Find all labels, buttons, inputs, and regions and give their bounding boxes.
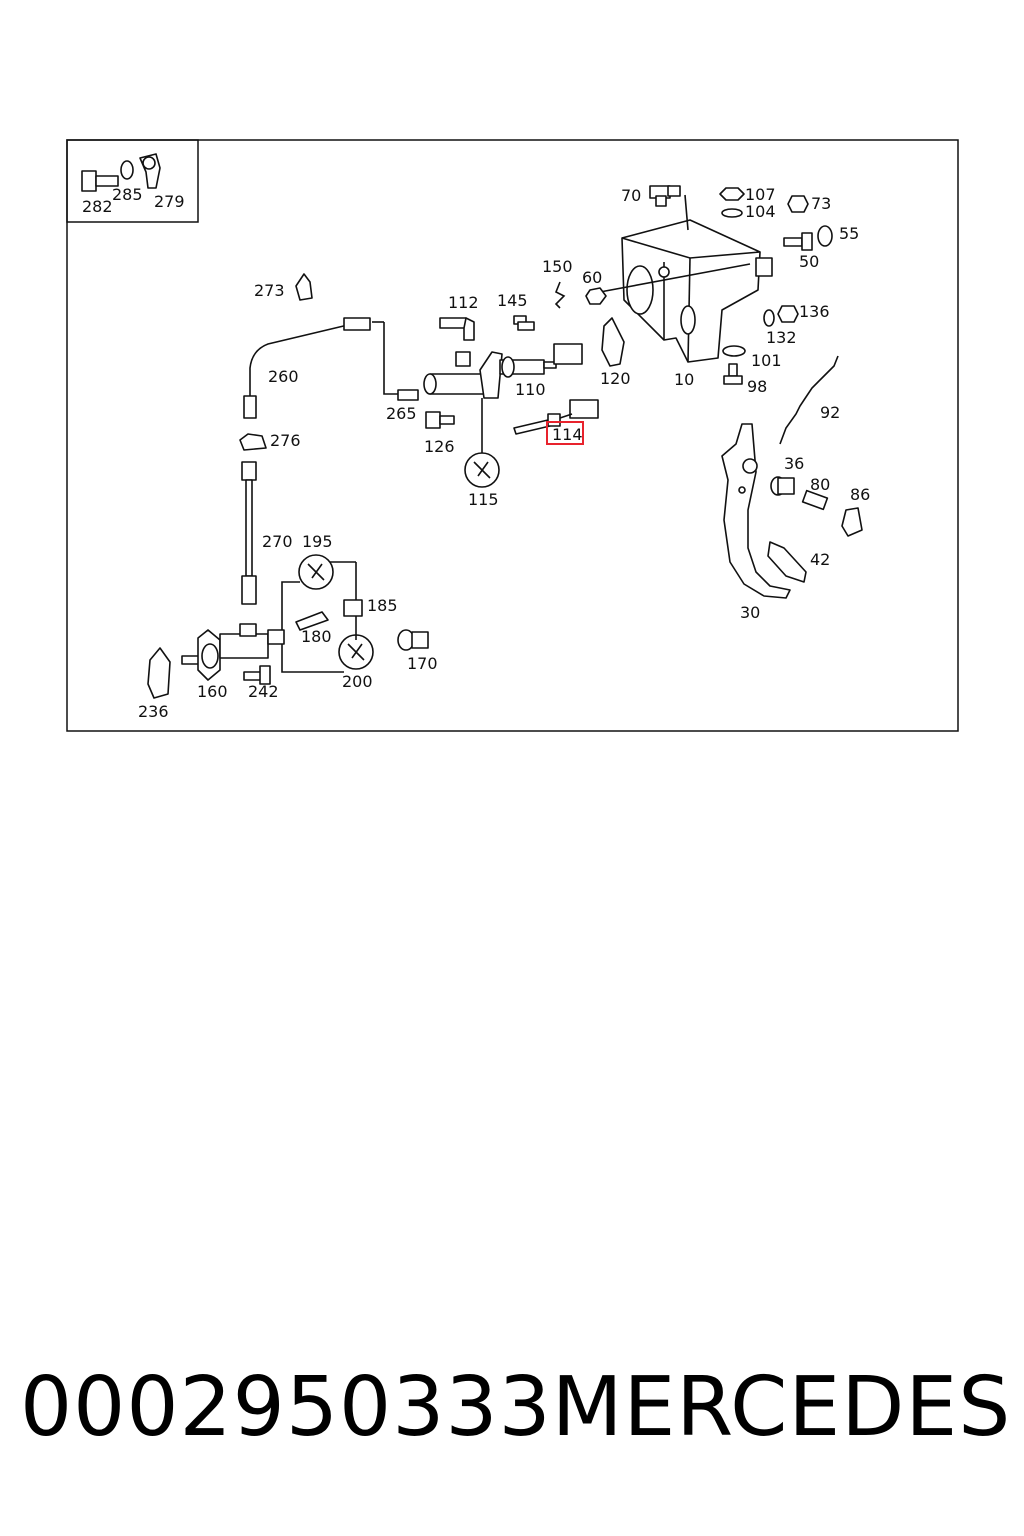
- label-185: 185: [367, 596, 398, 615]
- label-270: 270: [262, 532, 293, 551]
- wrench-200-icon: [338, 634, 374, 670]
- hydraulic-line-icon: [249, 323, 353, 400]
- slave-cylinder-icon: [181, 623, 285, 681]
- label-50: 50: [799, 252, 819, 271]
- label-160: 160: [197, 682, 228, 701]
- wrench-115-icon: [464, 452, 500, 488]
- label-132: 132: [766, 328, 797, 347]
- parts-diagram: 282 285 279 70 107 104 73 55 50 150 60 2…: [66, 139, 959, 732]
- bushing-36-icon: [770, 476, 795, 496]
- label-70: 70: [621, 186, 641, 205]
- label-73: 73: [811, 194, 831, 213]
- label-42: 42: [810, 550, 830, 569]
- pedal-pad-icon: [767, 541, 807, 583]
- label-36: 36: [784, 454, 804, 473]
- nut-136-icon: [777, 305, 799, 323]
- label-10: 10: [674, 370, 694, 389]
- label-260: 260: [268, 367, 299, 386]
- hose-fitting-112-icon: [439, 317, 475, 341]
- gasket-236-icon: [147, 647, 171, 699]
- hex-nut-icon: [719, 187, 745, 201]
- bushing-80-icon: [801, 489, 829, 511]
- label-200: 200: [342, 672, 373, 691]
- clip-86-icon: [841, 507, 863, 537]
- line-fitting-bottom-icon: [243, 395, 257, 419]
- bolt-145-icon: [513, 315, 535, 331]
- stop-light-switch-icon: [649, 185, 681, 207]
- label-150: 150: [542, 257, 573, 276]
- label-104: 104: [745, 202, 776, 221]
- bolt-98-icon: [723, 363, 743, 385]
- master-cylinder-icon: [423, 343, 583, 399]
- bolt-126-icon: [425, 411, 455, 429]
- label-55: 55: [839, 224, 859, 243]
- sealing-washer-icon: [120, 160, 134, 180]
- footer: 0002950333 MERCEDES: [20, 1360, 1010, 1455]
- cap-185-icon: [343, 599, 363, 617]
- label-276: 276: [270, 431, 301, 450]
- nut-60-icon: [585, 287, 607, 305]
- label-114: 114: [552, 425, 583, 444]
- label-86: 86: [850, 485, 870, 504]
- label-282: 282: [82, 197, 113, 216]
- gasket-120-icon: [601, 317, 625, 367]
- label-170: 170: [407, 654, 438, 673]
- pedal-bracket-icon: [621, 219, 773, 363]
- clip-150-icon: [554, 281, 566, 309]
- label-60: 60: [582, 268, 602, 287]
- label-30: 30: [740, 603, 760, 622]
- label-136: 136: [799, 302, 830, 321]
- label-279: 279: [154, 192, 185, 211]
- bleed-screw-180-icon: [295, 611, 329, 631]
- label-236: 236: [138, 702, 169, 721]
- banjo-bolt-icon: [81, 170, 119, 192]
- label-120: 120: [600, 369, 631, 388]
- washer-132-icon: [763, 309, 775, 327]
- label-285: 285: [112, 185, 143, 204]
- highlight-box: [546, 421, 584, 445]
- bolt-265-icon: [397, 389, 419, 401]
- label-80: 80: [810, 475, 830, 494]
- line-fitting-top-icon: [343, 317, 371, 331]
- label-110: 110: [515, 380, 546, 399]
- brand-name: MERCEDES: [551, 1360, 1012, 1455]
- label-98: 98: [747, 377, 767, 396]
- label-107: 107: [745, 185, 776, 204]
- label-112: 112: [448, 293, 479, 312]
- part-number: 0002950333: [20, 1360, 552, 1455]
- label-145: 145: [497, 291, 528, 310]
- bolt-50-icon: [783, 232, 813, 251]
- wrench-195-icon: [298, 554, 334, 590]
- label-115: 115: [468, 490, 499, 509]
- label-180: 180: [301, 627, 332, 646]
- label-92: 92: [820, 403, 840, 422]
- label-195: 195: [302, 532, 333, 551]
- label-265: 265: [386, 404, 417, 423]
- bolt-170-icon: [397, 629, 429, 651]
- clutch-pedal-icon: [721, 423, 791, 599]
- washer-55-icon: [817, 225, 833, 247]
- hose-270-icon: [241, 461, 257, 605]
- label-273: 273: [254, 281, 285, 300]
- spring-washer-icon: [721, 208, 743, 218]
- label-242: 242: [248, 682, 279, 701]
- banjo-fitting-icon: [139, 153, 161, 189]
- bolt-242-icon: [243, 665, 271, 685]
- diagram-frame: [66, 139, 959, 732]
- return-spring-icon: [779, 355, 839, 445]
- washer-101-icon: [722, 345, 746, 357]
- label-101: 101: [751, 351, 782, 370]
- clamp-273-icon: [295, 273, 313, 301]
- nut-73-icon: [787, 195, 809, 213]
- inset-frame: [66, 139, 199, 223]
- label-126: 126: [424, 437, 455, 456]
- clip-276-icon: [239, 433, 267, 451]
